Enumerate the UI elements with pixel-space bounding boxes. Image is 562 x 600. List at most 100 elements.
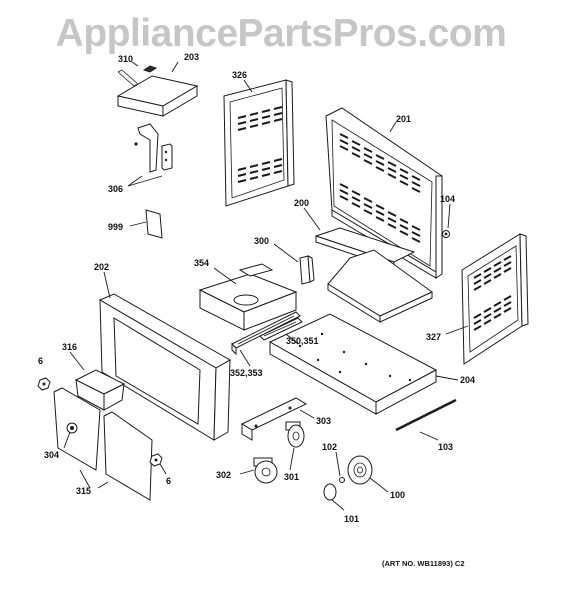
leader-lines xyxy=(63,61,469,511)
vent-slot xyxy=(237,167,247,171)
label-326: 326 xyxy=(232,70,247,80)
vent-slot xyxy=(363,159,373,165)
part-327-side-panel xyxy=(461,233,529,365)
part-103-rod xyxy=(395,398,457,432)
vent-slot xyxy=(273,118,283,122)
tray-hole xyxy=(316,358,320,362)
vent-slot xyxy=(363,197,373,203)
vent-slot xyxy=(473,319,482,325)
vent-slot xyxy=(399,168,409,174)
label-300: 300 xyxy=(254,236,269,246)
vent-slot xyxy=(249,112,259,116)
vent-slot xyxy=(387,217,397,223)
part-204-bottom-tray xyxy=(268,313,438,415)
vent-slot xyxy=(483,273,492,279)
vent-slot xyxy=(473,273,482,279)
label-301: 301 xyxy=(284,472,299,482)
vent-slot xyxy=(375,160,385,166)
vent-slot xyxy=(261,161,271,165)
vent-slot xyxy=(473,325,482,331)
label-203: 203 xyxy=(184,52,199,62)
part-100-wheel xyxy=(347,455,373,485)
vent-slot xyxy=(339,183,349,189)
vent-slot xyxy=(339,145,349,151)
vent-slot xyxy=(503,255,512,261)
vent-slot xyxy=(503,307,512,313)
vent-slot xyxy=(503,261,512,267)
label-200: 200 xyxy=(294,198,309,208)
vent-slot xyxy=(363,147,373,153)
vent-slot xyxy=(351,202,361,208)
vent-slot xyxy=(493,313,502,319)
vent-slot xyxy=(249,118,259,122)
label-315: 315 xyxy=(76,486,91,496)
tray-hole xyxy=(342,350,346,354)
part-304-knob xyxy=(66,422,78,434)
label-303: 303 xyxy=(316,416,331,426)
vent-slot xyxy=(237,121,247,125)
vent-slot xyxy=(375,166,385,172)
tray-hole xyxy=(364,362,368,366)
vent-slot xyxy=(411,237,421,243)
label-101: 101 xyxy=(344,514,359,524)
art-number: (ART NO. WB11893) C2 xyxy=(382,559,465,568)
vent-slot xyxy=(473,313,482,319)
label-102: 102 xyxy=(322,442,337,452)
vent-slot xyxy=(375,216,385,222)
part-300-post xyxy=(299,255,315,285)
vent-slot xyxy=(339,139,349,145)
vent-slot xyxy=(351,146,361,152)
callout-labels: 310 203 326 201 306 104 999 200 300 202 … xyxy=(38,52,475,568)
vent-slot xyxy=(493,273,502,279)
vent-slot xyxy=(375,154,385,160)
vent-slot xyxy=(411,231,421,237)
vent-slot xyxy=(261,121,271,125)
part-310-clip xyxy=(117,69,139,87)
label-201: 201 xyxy=(396,114,411,124)
vent-slot xyxy=(273,158,283,162)
part-301-caster xyxy=(285,421,305,448)
part-6-nut-upper xyxy=(37,377,51,391)
vent-slot xyxy=(339,133,349,139)
label-352-353: 352,353 xyxy=(230,368,263,378)
vent-slot xyxy=(483,279,492,285)
vent-slot xyxy=(237,115,247,119)
tray-hole xyxy=(338,370,342,374)
vent-slot xyxy=(411,187,421,193)
vent-slot xyxy=(339,189,349,195)
label-104: 104 xyxy=(440,194,455,204)
vent-slot xyxy=(411,225,421,231)
vent-slot xyxy=(493,301,502,307)
vent-slot xyxy=(473,279,482,285)
label-304: 304 xyxy=(44,450,59,460)
vent-slot xyxy=(473,285,482,291)
vent-slot xyxy=(261,173,271,177)
vent-slot xyxy=(363,209,373,215)
vent-slot xyxy=(375,204,385,210)
vent-slot xyxy=(249,170,259,174)
part-102-washer xyxy=(339,477,345,483)
vent-slot xyxy=(483,307,492,313)
label-354: 354 xyxy=(194,258,209,268)
label-100: 100 xyxy=(390,490,405,500)
vent-slot xyxy=(249,124,259,128)
vent-slot xyxy=(237,179,247,183)
part-200-shelf xyxy=(314,227,433,323)
label-310: 310 xyxy=(118,54,133,64)
part-999-panel xyxy=(145,209,163,239)
vent-slot xyxy=(363,153,373,159)
label-6-lower: 6 xyxy=(166,476,171,486)
part-350-351-rail xyxy=(259,317,303,341)
vent-slot xyxy=(351,140,361,146)
part-354-burner-box xyxy=(198,263,298,331)
vent-slot xyxy=(399,218,409,224)
part-303-bracket xyxy=(240,397,308,441)
vent-slot xyxy=(387,161,397,167)
part-202-front-frame xyxy=(98,293,232,441)
label-202: 202 xyxy=(94,262,109,272)
label-316: 316 xyxy=(62,342,77,352)
vent-slot xyxy=(351,152,361,158)
vent-slot xyxy=(261,115,271,119)
vent-slot xyxy=(273,106,283,110)
